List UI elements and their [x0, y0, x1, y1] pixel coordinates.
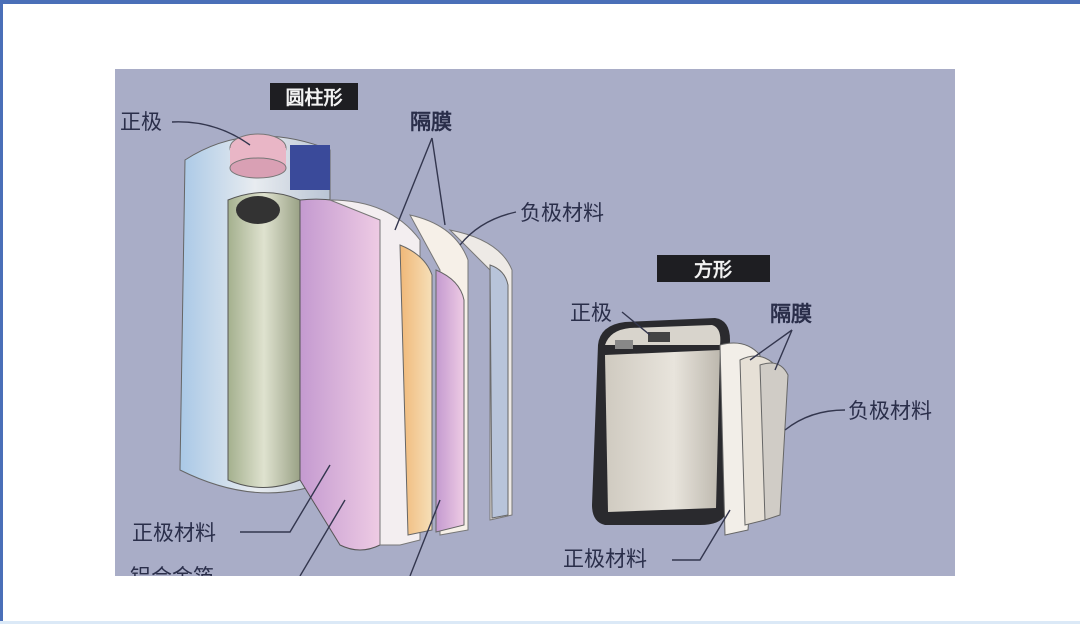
prismatic-title-tag [657, 255, 770, 282]
prismatic-cell-illustration [592, 318, 789, 536]
cylindrical-cell-illustration [179, 133, 513, 551]
cyl-aluminum-foil-label: 铝合金箔 [130, 565, 214, 589]
pri-positive-material-label: 正极材料 [563, 547, 647, 571]
slide-frame-top [0, 0, 1080, 4]
prismatic-title: 方形 [694, 258, 732, 281]
leader-lines [171, 121, 846, 576]
pri-separator-label: 隔膜 [770, 302, 812, 326]
cyl-negative-material-label: 负极材料 [520, 201, 604, 225]
cylindrical-title: 圆柱形 [285, 86, 342, 109]
slide-frame-left [0, 0, 3, 624]
pri-positive-terminal-label: 正极 [570, 301, 612, 325]
pri-negative-material-label: 负极材料 [848, 399, 932, 423]
cyl-positive-terminal-label: 正极 [120, 110, 162, 134]
cyl-positive-material-label: 正极材料 [132, 521, 216, 545]
cyl-separator-label: 隔膜 [410, 110, 452, 134]
cylindrical-title-tag [270, 83, 358, 110]
slide-frame-bottom [0, 621, 1080, 624]
